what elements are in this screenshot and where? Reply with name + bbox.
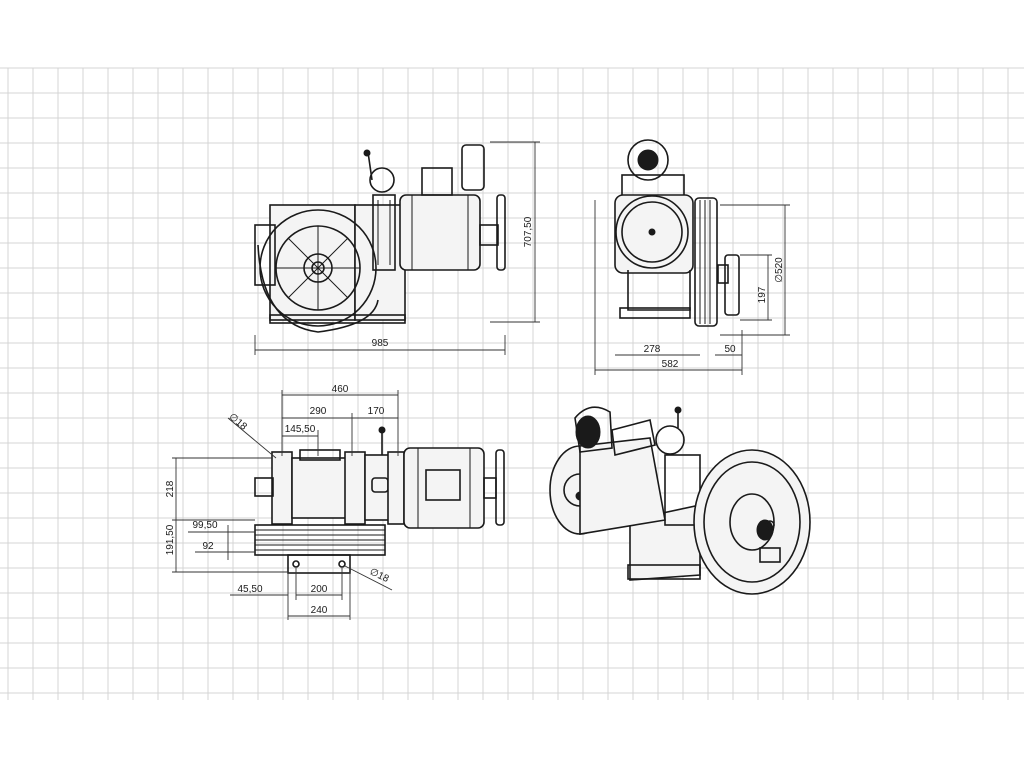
front-view: ∅520 197 278 50 582 bbox=[594, 139, 790, 375]
iso-encoder bbox=[574, 406, 613, 453]
graph-paper-grid bbox=[0, 67, 1024, 700]
dim-side-width: 985 bbox=[372, 338, 389, 349]
dim-top-45: 45,50 bbox=[237, 584, 262, 595]
encoder-front bbox=[627, 139, 669, 181]
dim-top-218: 218 bbox=[165, 480, 176, 497]
dim-front-height: 197 bbox=[757, 286, 768, 303]
dim-top-hole-a: ∅18 bbox=[226, 411, 249, 432]
dim-top-460: 460 bbox=[332, 384, 349, 395]
encoder bbox=[461, 144, 485, 191]
dim-front-50: 50 bbox=[724, 344, 736, 355]
motor-top bbox=[403, 447, 485, 529]
sheave-profile bbox=[694, 197, 718, 327]
dim-top-240: 240 bbox=[311, 605, 328, 616]
terminal-box bbox=[421, 167, 453, 196]
dim-top-92: 92 bbox=[202, 541, 214, 552]
foot-top bbox=[287, 554, 351, 574]
dim-side-height: 707,50 bbox=[523, 216, 534, 247]
brake-lever-hub bbox=[369, 167, 395, 193]
dim-top-170: 170 bbox=[368, 406, 385, 417]
top-view: 460 290 170 145,50 ∅18 218 191,50 99,50 … bbox=[165, 384, 505, 620]
base-plate bbox=[269, 314, 406, 324]
side-view: 985 707,50 bbox=[254, 141, 540, 355]
dim-top-200: 200 bbox=[311, 584, 328, 595]
dim-top-hole-b: ∅18 bbox=[368, 567, 391, 586]
gearbox-top bbox=[291, 457, 351, 519]
isometric-view bbox=[549, 406, 811, 595]
dim-top-145: 145,50 bbox=[285, 424, 316, 435]
dim-top-191: 191,50 bbox=[165, 524, 176, 555]
dim-front-diameter: ∅520 bbox=[774, 257, 785, 283]
dim-front-582: 582 bbox=[662, 359, 679, 370]
dim-top-99: 99,50 bbox=[192, 520, 217, 531]
dim-top-290: 290 bbox=[310, 406, 327, 417]
dim-front-278: 278 bbox=[644, 344, 661, 355]
brake-housing bbox=[354, 204, 406, 321]
handwheel bbox=[496, 194, 506, 271]
front-base bbox=[619, 307, 691, 319]
iso-traction-sheave bbox=[693, 449, 811, 595]
